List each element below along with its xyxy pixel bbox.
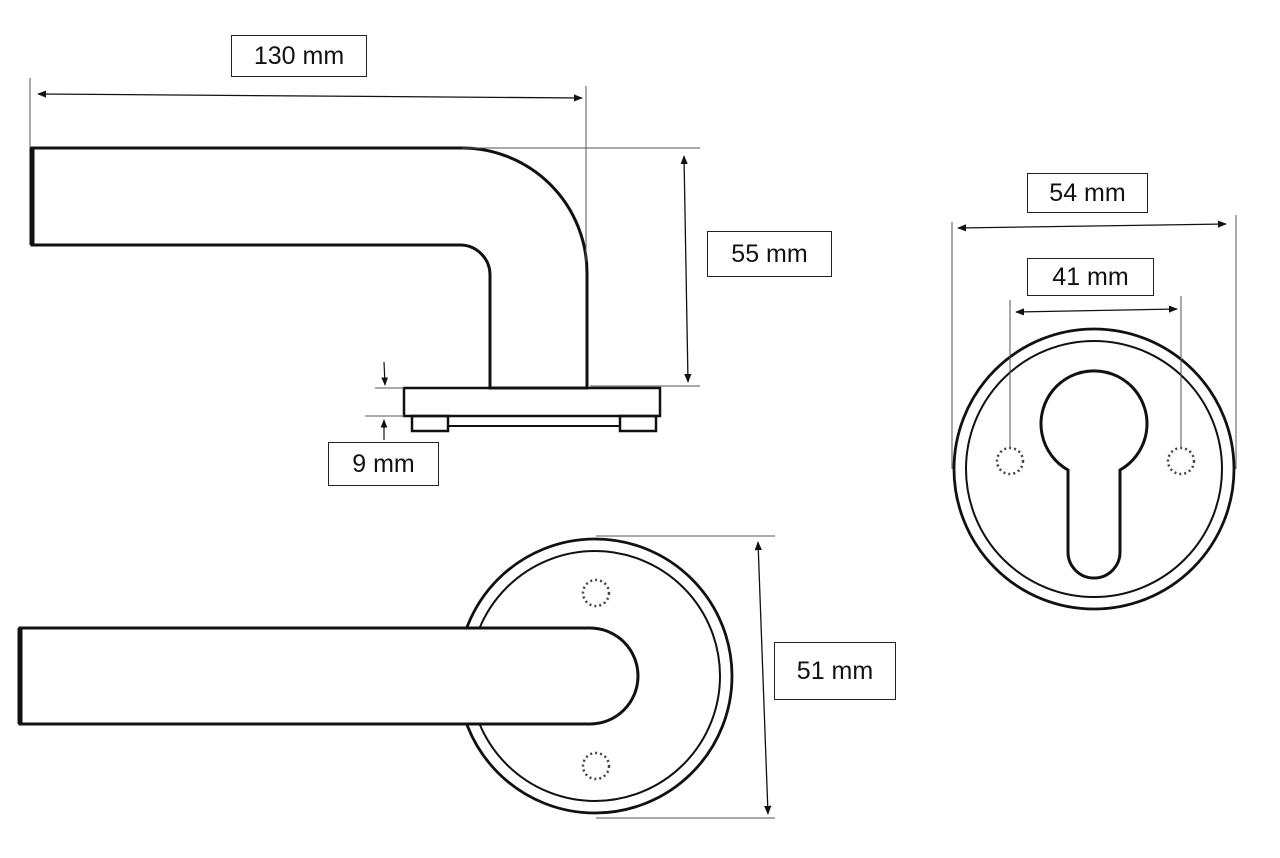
label-41-mm: 41 mm	[1027, 258, 1154, 296]
dimension-55	[462, 147, 700, 387]
label-55-mm: 55 mm	[707, 231, 832, 277]
label-9-mm: 9 mm	[328, 442, 439, 486]
screw-hole-bottom	[581, 751, 611, 781]
dimension-9	[365, 361, 404, 440]
escutcheon	[952, 327, 1236, 611]
side-view-rose	[402, 386, 662, 433]
screw-hole-right	[1166, 446, 1196, 476]
dimension-130	[29, 78, 587, 262]
screw-hole-left	[995, 446, 1025, 476]
front-view-handle	[17, 626, 640, 726]
side-view-handle	[29, 146, 589, 390]
keyhole-cylinder-cutout	[1039, 369, 1149, 580]
label-51-mm: 51 mm	[774, 642, 896, 700]
label-130-mm: 130 mm	[231, 35, 367, 77]
dimension-41	[1009, 296, 1182, 448]
screw-hole-top	[581, 578, 611, 608]
dimension-54	[951, 215, 1237, 469]
label-54-mm: 54 mm	[1027, 173, 1148, 213]
dimension-51	[596, 535, 775, 819]
